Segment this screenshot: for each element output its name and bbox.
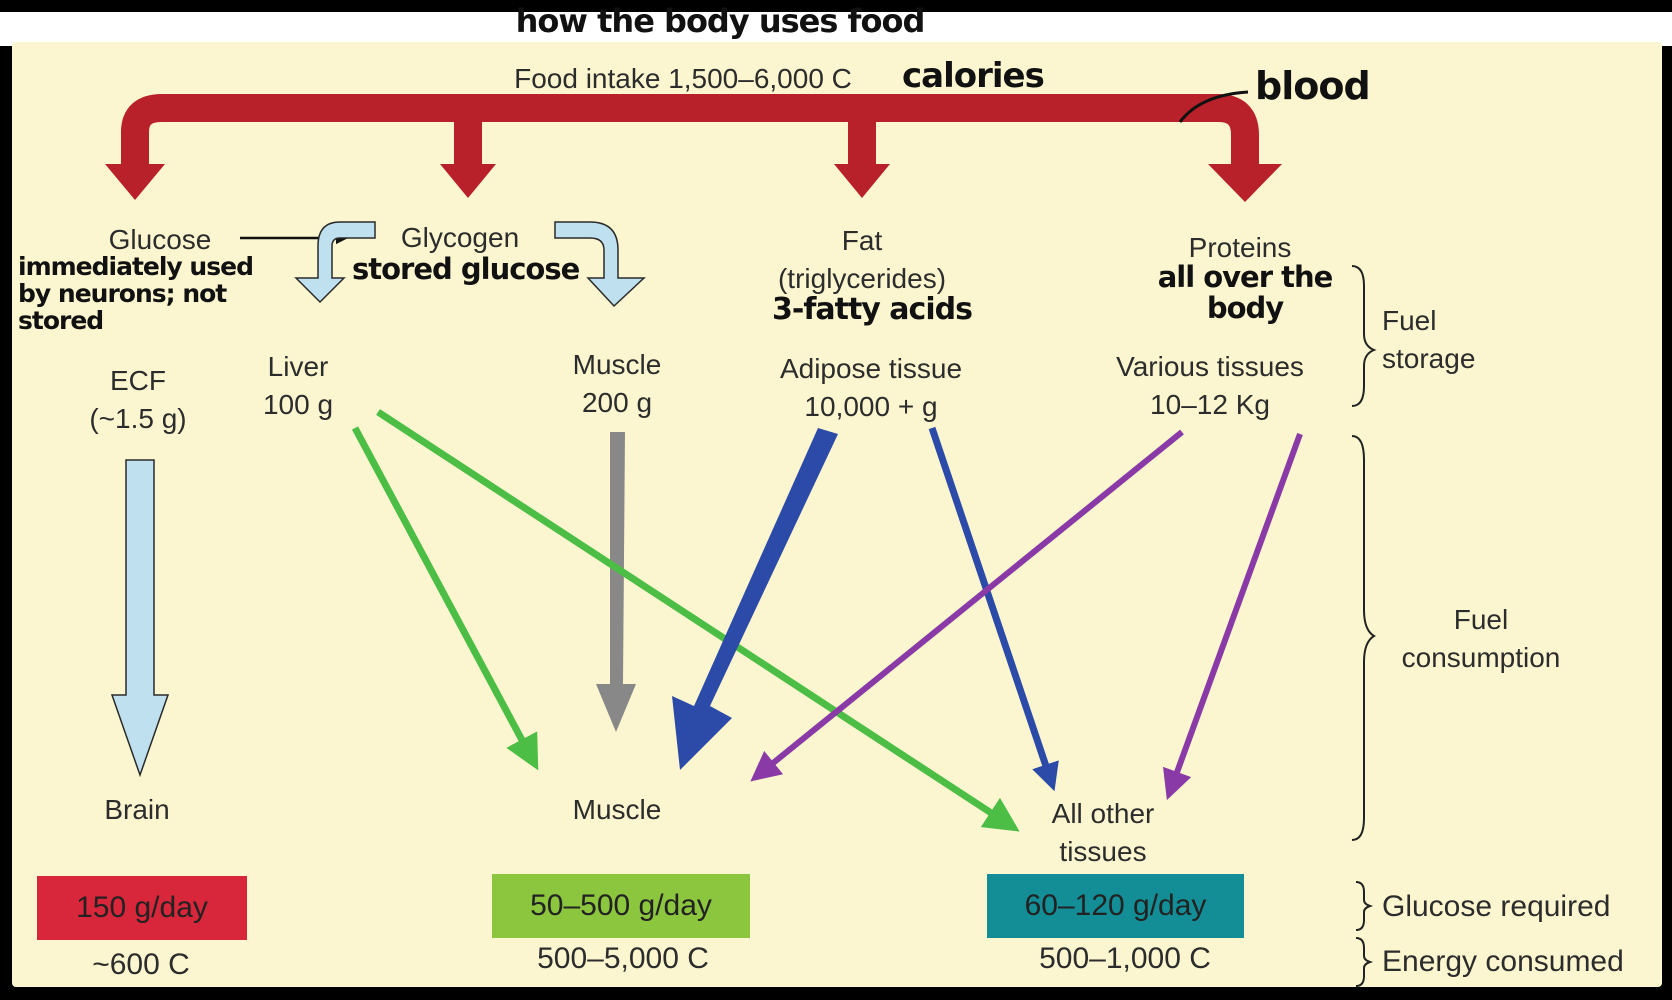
- fat-to-muscle-arrow: [672, 428, 838, 770]
- blood-note-pointer: [1178, 90, 1249, 123]
- glycogen-to-liver-arrow: [294, 221, 376, 304]
- fat-label: Fat (triglycerides): [777, 225, 947, 294]
- energy-consumed-label: Energy consumed: [1382, 945, 1624, 978]
- glucose-required-brace: [1355, 881, 1374, 931]
- calories-note: calories: [902, 56, 1045, 96]
- fuel-storage-brace: [1351, 265, 1377, 407]
- liver-to-other-tissues-arrow: [376, 409, 1020, 832]
- diagram-panel: [12, 42, 1662, 987]
- top-black-bar: [0, 0, 1672, 12]
- energy-consumed-brace: [1355, 937, 1374, 987]
- title-band: [0, 12, 1672, 46]
- brain-energy: ~600 C: [92, 948, 190, 981]
- food-intake-label: Food intake 1,500–6,000 C: [514, 63, 852, 94]
- muscle-consumer-label: Muscle: [572, 794, 662, 825]
- liver-to-muscle-arrow: [351, 426, 539, 771]
- muscle-glucose-required: 50–500 g/day: [530, 889, 712, 922]
- liver-storage: Liver 100 g: [262, 351, 334, 420]
- glycogen-to-muscle-arrow: [554, 221, 646, 308]
- blood-arrow: [105, 94, 1282, 202]
- proteins-to-muscle-arrow: [750, 429, 1184, 782]
- glycogen-note: stored glucose: [352, 252, 580, 286]
- blood-note: blood: [1255, 64, 1371, 108]
- other-energy: 500–1,000 C: [1039, 942, 1211, 975]
- glucose-label: Glucose: [108, 224, 212, 255]
- proteins-note: all over the body: [1157, 260, 1334, 325]
- ecf-to-brain-arrow: [110, 459, 170, 778]
- glucose-note: immediately used by neurons; not stored: [18, 252, 254, 335]
- glucose-required-label: Glucose required: [1382, 890, 1611, 923]
- other-glucose-box: 60–120 g/day: [987, 874, 1244, 938]
- brain-glucose-required: 150 g/day: [76, 891, 208, 924]
- muscle-glucose-box: 50–500 g/day: [492, 874, 750, 938]
- muscle-glycogen-arrow: [596, 432, 636, 732]
- various-tissues-storage: Various tissues 10–12 Kg: [1116, 351, 1304, 420]
- fuel-consumption-brace: [1351, 435, 1376, 841]
- muscle-energy: 500–5,000 C: [537, 942, 709, 975]
- muscle-storage: Muscle 200 g: [572, 349, 662, 418]
- fuel-storage-label: Fuel storage: [1382, 305, 1476, 374]
- fat-note: 3-fatty acids: [772, 292, 973, 327]
- glycogen-label: Glycogen: [400, 222, 520, 253]
- fat-to-other-tissues-arrow: [928, 426, 1059, 792]
- other-glucose-required: 60–120 g/day: [1024, 889, 1207, 922]
- handwritten-title: how the body uses food: [515, 2, 926, 40]
- adipose-storage: Adipose tissue 10,000 + g: [779, 353, 963, 422]
- ecf-storage: ECF (~1.5 g): [89, 365, 187, 434]
- brain-glucose-box: 150 g/day: [37, 876, 247, 940]
- proteins-label: Proteins: [1188, 232, 1292, 263]
- proteins-to-other-tissues-arrow: [1163, 432, 1303, 801]
- brain-label: Brain: [104, 794, 170, 825]
- other-tissues-label: All other tissues: [1051, 798, 1155, 867]
- fuel-consumption-label: Fuel consumption: [1401, 604, 1561, 673]
